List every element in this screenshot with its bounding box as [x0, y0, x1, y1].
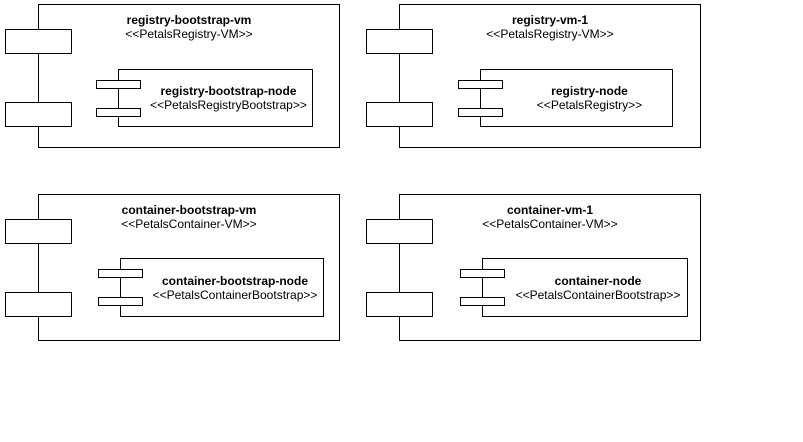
node-port-tab-icon [366, 219, 433, 244]
node-port-tab-icon [5, 29, 72, 54]
component-port-tab-icon [460, 297, 505, 306]
component-title: registry-bootstrap-node [160, 84, 297, 98]
component-registry-bootstrap-node[interactable]: registry-bootstrap-node <<PetalsRegistry… [96, 69, 313, 127]
node-stereotype: <<PetalsContainer-VM>> [121, 217, 257, 231]
component-container-node[interactable]: container-node <<PetalsContainerBootstra… [460, 258, 688, 317]
node-title: container-bootstrap-vm [121, 203, 257, 217]
component-title: registry-node [551, 84, 628, 98]
component-stereotype: <<PetalsContainerBootstrap>> [515, 287, 681, 302]
component-stereotype: <<PetalsRegistry>> [536, 98, 643, 112]
component-port-tab-icon [458, 108, 503, 117]
component-registry-node[interactable]: registry-node <<PetalsRegistry>> [458, 69, 673, 127]
component-port-tab-icon [96, 108, 141, 117]
node-port-tab-icon [5, 102, 72, 127]
node-container-bootstrap-vm[interactable]: container-bootstrap-vm <<PetalsContainer… [5, 194, 340, 341]
node-port-tab-icon [366, 29, 433, 54]
node-stereotype: <<PetalsContainer-VM>> [482, 217, 618, 231]
component-title: container-node [554, 273, 642, 288]
node-header: container-bootstrap-vm <<PetalsContainer… [39, 195, 339, 231]
node-port-tab-icon [5, 219, 72, 244]
node-port-tab-icon [366, 292, 433, 317]
node-port-tab-icon [5, 292, 72, 317]
component-port-tab-icon [98, 269, 143, 278]
node-header: registry-bootstrap-vm <<PetalsRegistry-V… [39, 5, 339, 41]
node-container-vm-1[interactable]: container-vm-1 <<PetalsContainer-VM>> co… [366, 194, 701, 341]
node-title: container-vm-1 [506, 203, 594, 217]
component-port-tab-icon [96, 80, 141, 89]
node-title: registry-vm-1 [511, 13, 589, 27]
node-header: registry-vm-1 <<PetalsRegistry-VM>> [400, 5, 700, 41]
node-title: registry-bootstrap-vm [126, 13, 252, 27]
node-registry-vm-1[interactable]: registry-vm-1 <<PetalsRegistry-VM>> regi… [366, 4, 701, 148]
component-container-bootstrap-node[interactable]: container-bootstrap-node <<PetalsContain… [98, 258, 324, 317]
node-port-tab-icon [366, 102, 433, 127]
component-title: container-bootstrap-node [162, 273, 308, 288]
component-stereotype: <<PetalsRegistryBootstrap>> [150, 98, 307, 112]
component-port-tab-icon [458, 80, 503, 89]
component-port-tab-icon [460, 269, 505, 278]
node-stereotype: <<PetalsRegistry-VM>> [125, 27, 253, 41]
component-port-tab-icon [98, 297, 143, 306]
node-header: container-vm-1 <<PetalsContainer-VM>> [400, 195, 700, 231]
component-stereotype: <<PetalsContainerBootstrap>> [152, 287, 318, 302]
node-stereotype: <<PetalsRegistry-VM>> [486, 27, 614, 41]
node-registry-bootstrap-vm[interactable]: registry-bootstrap-vm <<PetalsRegistry-V… [5, 4, 340, 148]
